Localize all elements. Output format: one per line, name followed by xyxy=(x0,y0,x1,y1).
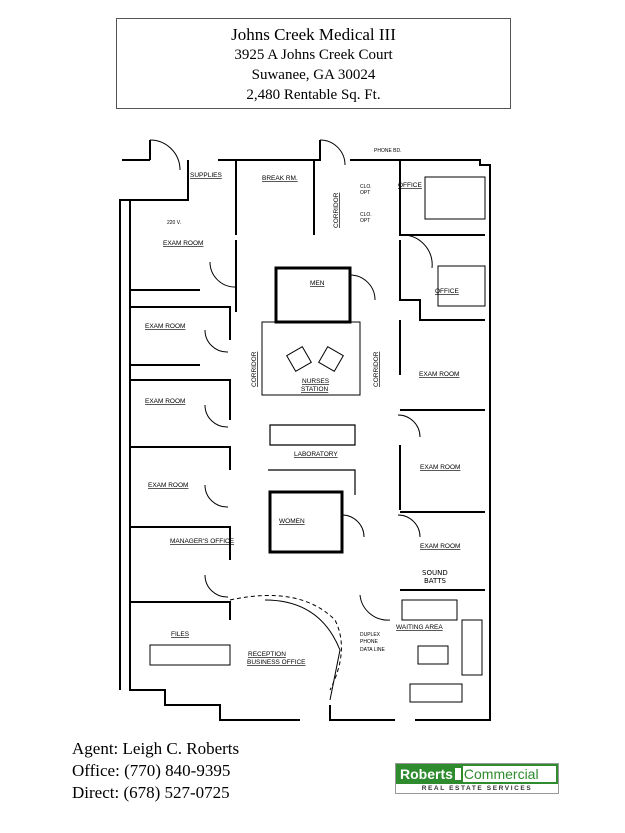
label-nurses: NURSES xyxy=(302,378,330,385)
label-closet-1: CLO. xyxy=(360,184,372,190)
logo-separator xyxy=(454,768,461,780)
label-exam-room-5: EXAM ROOM xyxy=(419,371,459,378)
property-address: 3925 A Johns Creek Court xyxy=(234,47,393,63)
property-title: Johns Creek Medical III xyxy=(231,25,396,44)
label-corridor-top: CORRIDOR xyxy=(333,192,340,228)
logo-right-text: Commercial xyxy=(462,766,556,782)
logo-tagline: REAL ESTATE SERVICES xyxy=(421,785,533,792)
label-exam-room-1: EXAM ROOM xyxy=(163,240,203,247)
label-men: MEN xyxy=(310,280,325,287)
furniture xyxy=(149,176,486,703)
room-labels: SUPPLIES BREAK RM. CORRIDOR PHONE BD. CL… xyxy=(145,148,460,666)
property-city: Suwanee, GA 30024 xyxy=(251,67,376,83)
property-area: 2,480 Rentable Sq. Ft. xyxy=(246,87,381,103)
label-station: STATION xyxy=(301,386,329,393)
walls xyxy=(119,140,491,721)
label-220v: 220 V. xyxy=(167,220,181,226)
label-supplies: SUPPLIES xyxy=(190,172,222,179)
label-exam-room-3: EXAM ROOM xyxy=(145,398,185,405)
label-laboratory: LABORATORY xyxy=(294,451,338,458)
label-reception: RECEPTION xyxy=(248,651,286,658)
label-exam-room-4: EXAM ROOM xyxy=(148,482,188,489)
label-closet-2: CLO. xyxy=(360,212,372,218)
label-women: WOMEN xyxy=(279,518,305,525)
label-break-room: BREAK RM. xyxy=(262,175,298,182)
label-waiting-area: WAITING AREA xyxy=(396,624,443,631)
label-closet-1b: OPT xyxy=(360,190,370,196)
logo-left-text: Roberts xyxy=(400,766,453,782)
label-closet-2b: OPT xyxy=(360,218,370,224)
label-phone: PHONE xyxy=(360,639,378,645)
label-phone-bd: PHONE BD. xyxy=(374,148,402,154)
label-business-office: BUSINESS OFFICE xyxy=(247,659,306,666)
label-batts: BATTS xyxy=(424,577,446,585)
label-office-2: OFFICE xyxy=(435,288,459,295)
agent-name: Agent: Leigh C. Roberts xyxy=(72,739,240,758)
roberts-commercial-logo: Roberts Commercial REAL ESTATE SERVICES xyxy=(395,763,559,794)
label-exam-room-2: EXAM ROOM xyxy=(145,323,185,330)
label-sound: SOUND xyxy=(422,569,448,577)
doors xyxy=(149,139,433,701)
agent-contact: Agent: Leigh C. Roberts Office: (770) 84… xyxy=(72,738,239,804)
label-exam-room-6: EXAM ROOM xyxy=(420,464,460,471)
direct-phone: Direct: (678) 527-0725 xyxy=(72,783,230,802)
label-exam-room-7: EXAM ROOM xyxy=(420,543,460,550)
label-managers-office: MANAGER'S OFFICE xyxy=(170,538,235,545)
label-corridor-left: CORRIDOR xyxy=(251,351,258,387)
label-files: FILES xyxy=(171,631,190,638)
label-data-line: DATA LINE xyxy=(360,647,385,653)
label-office-1: OFFICE xyxy=(398,182,422,189)
property-header: Johns Creek Medical III 3925 A Johns Cre… xyxy=(116,18,511,109)
office-phone: Office: (770) 840-9395 xyxy=(72,761,231,780)
label-corridor-right: CORRIDOR xyxy=(373,351,380,387)
label-duplex: DUPLEX xyxy=(360,632,381,638)
